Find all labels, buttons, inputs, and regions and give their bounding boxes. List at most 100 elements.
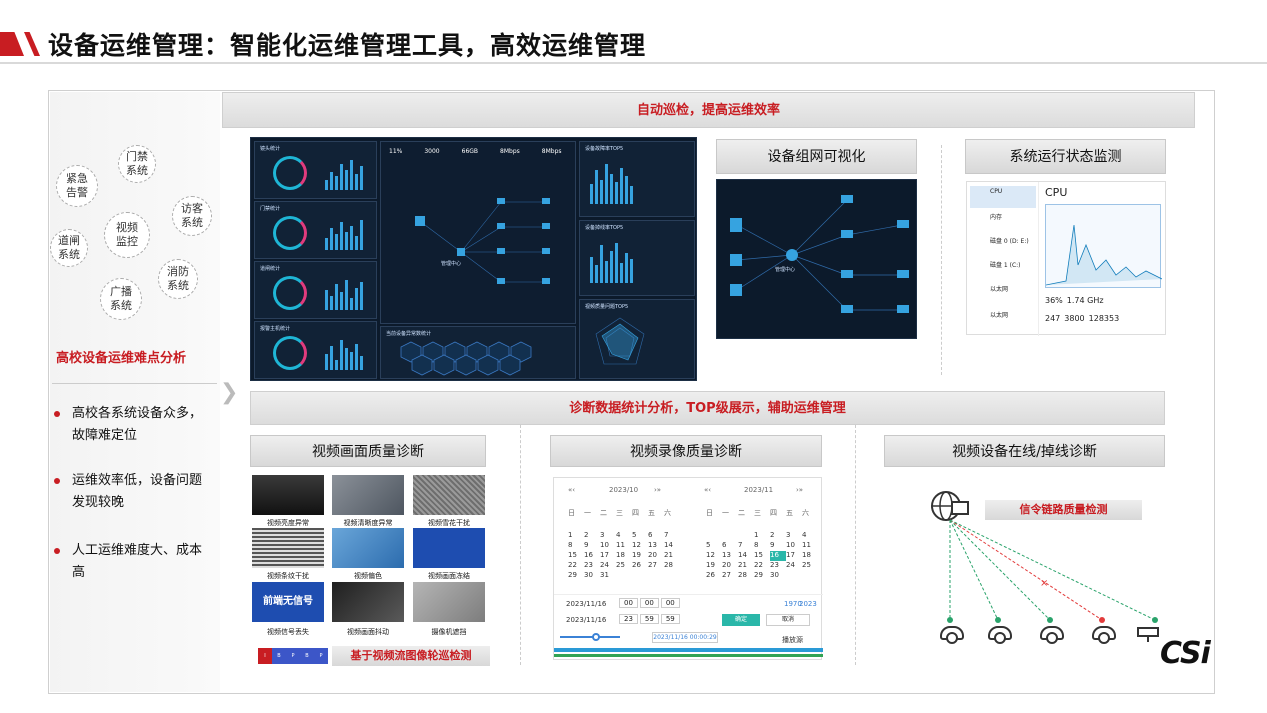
calendar-day[interactable]: 21 (738, 561, 747, 569)
prev-year-icon[interactable]: «‹ (568, 486, 576, 494)
calendar-day[interactable]: 29 (754, 571, 763, 579)
calendar-day[interactable]: 10 (600, 541, 609, 549)
resource-item[interactable]: CPU (970, 186, 1036, 208)
bullet-item: 高校各系统设备众多，故障难定位 (54, 403, 204, 447)
weekday: 四 (632, 509, 639, 517)
calendar-day[interactable]: 4 (802, 531, 807, 539)
calendar-day[interactable]: 17 (600, 551, 609, 559)
thumb-image (252, 528, 324, 568)
calendar-day[interactable]: 3 (786, 531, 791, 539)
calendar-day[interactable]: 5 (632, 531, 637, 539)
timeline-slider[interactable] (560, 636, 620, 638)
calendar-day[interactable]: 19 (706, 561, 715, 569)
prev-month-icon[interactable]: «‹ (704, 486, 712, 494)
calendar-day[interactable]: 15 (754, 551, 763, 559)
resource-item[interactable]: 以太网 (990, 286, 1009, 293)
calendar-day[interactable]: 18 (616, 551, 625, 559)
dome-camera-icon (1090, 624, 1116, 644)
calendar-day[interactable]: 16 (770, 551, 786, 561)
calendar-day[interactable]: 2 (584, 531, 589, 539)
thumb-image (413, 582, 485, 622)
calendar-day[interactable]: 29 (568, 571, 577, 579)
calendar-day[interactable]: 20 (722, 561, 731, 569)
calendar-day[interactable]: 31 (600, 571, 609, 579)
calendar-day[interactable]: 14 (664, 541, 673, 549)
calendar-divider (554, 594, 823, 595)
calendar-day[interactable]: 25 (616, 561, 625, 569)
calendar-day[interactable]: 28 (664, 561, 673, 569)
calendar-day[interactable]: 5 (706, 541, 711, 549)
calendar-day[interactable]: 7 (664, 531, 669, 539)
calendar-day[interactable]: 30 (584, 571, 593, 579)
calendar-day[interactable]: 24 (600, 561, 609, 569)
calendar-day[interactable]: 22 (568, 561, 577, 569)
calendar-day[interactable]: 1 (568, 531, 573, 539)
calendar-day[interactable]: 23 (584, 561, 593, 569)
cpu-stats: 36%1.74 GHz (1045, 296, 1104, 305)
system-bubble: 视频 监控 (104, 212, 150, 258)
calendar-day[interactable]: 4 (616, 531, 621, 539)
calendar-day[interactable]: 13 (722, 551, 731, 559)
calendar-day[interactable]: 9 (584, 541, 589, 549)
calendar-day[interactable]: 6 (648, 531, 653, 539)
calendar-day[interactable]: 26 (632, 561, 641, 569)
calendar-day[interactable]: 30 (770, 571, 779, 579)
cancel-button[interactable]: 取消 (766, 614, 810, 626)
calendar-day[interactable]: 23 (770, 561, 779, 569)
calendar-day[interactable]: 26 (706, 571, 715, 579)
year-label: 1970 (784, 600, 802, 608)
calendar-day[interactable]: 13 (648, 541, 657, 549)
calendar-day[interactable]: 11 (802, 541, 811, 549)
calendar-day[interactable]: 3 (600, 531, 605, 539)
calendar-day[interactable]: 11 (616, 541, 625, 549)
slider-handle[interactable] (592, 633, 600, 641)
calendar-day[interactable]: 20 (648, 551, 657, 559)
task-manager: CPU 内存 磁盘 0 (D: E:) 磁盘 1 (C:) 以太网 以太网 CP… (966, 181, 1166, 336)
resource-item[interactable]: 磁盘 1 (C:) (990, 262, 1021, 269)
svg-text:×: × (1040, 578, 1048, 589)
calendar-day[interactable]: 21 (664, 551, 673, 559)
calendar-day[interactable]: 2 (770, 531, 775, 539)
calendar-day[interactable]: 8 (568, 541, 573, 549)
calendar-day[interactable]: 7 (738, 541, 743, 549)
header-divider (0, 62, 1267, 64)
calendar-day[interactable]: 24 (786, 561, 795, 569)
calendar-day[interactable]: 12 (632, 541, 641, 549)
calendar-day[interactable]: 16 (584, 551, 593, 559)
dash-right-panel: 设备掉线率TOP5 (579, 220, 695, 296)
calendar-day[interactable]: 25 (802, 561, 811, 569)
resource-item[interactable]: 以太网 (990, 312, 1009, 319)
calendar-day[interactable]: 15 (568, 551, 577, 559)
weekday: 五 (648, 509, 655, 517)
end-date[interactable]: 2023/11/16 (566, 616, 607, 624)
calendar-day[interactable]: 8 (754, 541, 759, 549)
start-date[interactable]: 2023/11/16 (566, 600, 607, 608)
confirm-button[interactable]: 确定 (722, 614, 760, 626)
next-month-icon[interactable]: ›» (654, 486, 662, 494)
company-logo: CSi (1160, 636, 1211, 671)
calendar-day[interactable]: 10 (786, 541, 795, 549)
next-year-icon[interactable]: ›» (796, 486, 804, 494)
calendar-day[interactable]: 12 (706, 551, 715, 559)
resource-item[interactable]: 磁盘 0 (D: E:) (990, 238, 1029, 245)
calendar-day[interactable]: 18 (802, 551, 811, 559)
calendar-day[interactable]: 19 (632, 551, 641, 559)
resource-item[interactable]: 内存 (990, 214, 1003, 221)
calendar-day[interactable]: 9 (770, 541, 775, 549)
section-divider (520, 425, 521, 665)
thumb-caption: 视频画面冻结 (428, 572, 470, 580)
calendar-day[interactable]: 22 (754, 561, 763, 569)
calendar-day[interactable]: 6 (722, 541, 727, 549)
thumb-caption: 视频雪花干扰 (428, 519, 470, 527)
calendar-day[interactable]: 27 (648, 561, 657, 569)
calendar-day[interactable]: 1 (754, 531, 759, 539)
bullet-item: 运维效率低，设备问题发现较晚 (54, 470, 204, 514)
calendar-day[interactable]: 27 (722, 571, 731, 579)
calendar-day[interactable]: 17 (786, 551, 795, 559)
calendar-day[interactable]: 28 (738, 571, 747, 579)
calendar-day[interactable]: 14 (738, 551, 747, 559)
